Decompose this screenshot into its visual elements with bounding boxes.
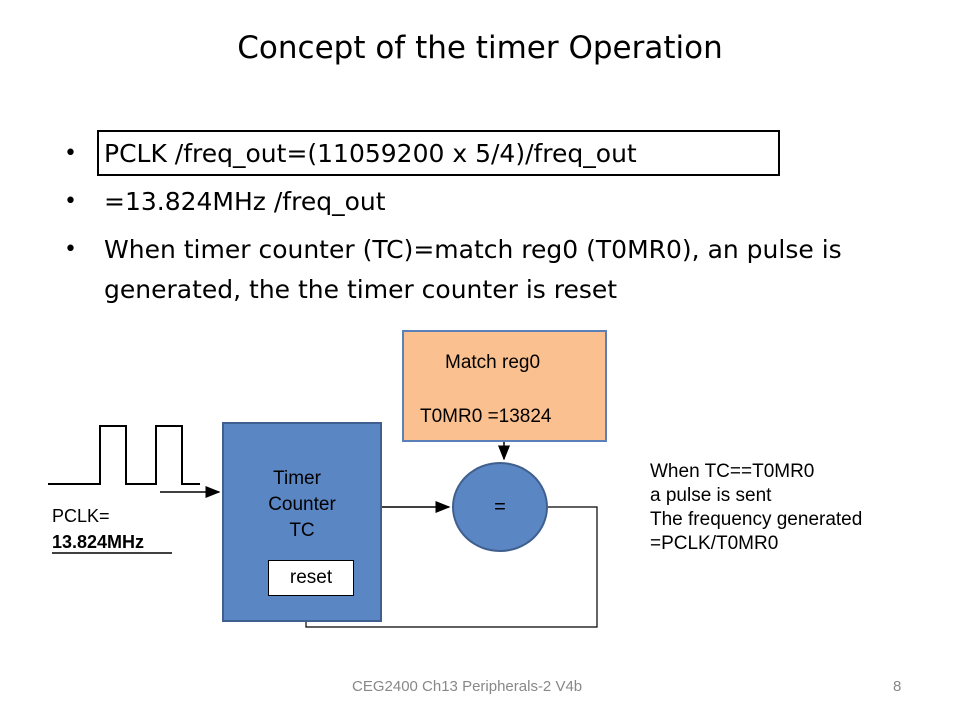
bullet-dot-icon: • <box>64 237 77 262</box>
bullet-dot-icon: • <box>64 141 77 166</box>
bullet-item: • When timer counter (TC)=match reg0 (T0… <box>64 230 944 310</box>
match-register-value: T0MR0 =13824 <box>420 406 552 427</box>
timer-counter-label: Timer Counter TC <box>222 466 382 544</box>
timer-counter-line: Counter <box>268 494 336 515</box>
slide-title: Concept of the timer Operation <box>237 30 723 66</box>
bullet-dot-icon: • <box>64 189 77 214</box>
comparator-circle: = <box>452 462 548 552</box>
bullet-text: When timer counter (TC)=match reg0 (T0MR… <box>104 235 842 304</box>
output-note-line: =PCLK/T0MR0 <box>650 533 779 554</box>
reset-input-box: reset <box>268 560 354 596</box>
output-note-line: a pulse is sent <box>650 485 772 506</box>
bullet-text: =13.824MHz /freq_out <box>104 187 386 216</box>
pclk-waveform <box>48 425 200 485</box>
match-register-box <box>402 330 607 442</box>
highlight-frame <box>97 130 780 176</box>
footer-course: CEG2400 Ch13 Peripherals-2 V4b <box>352 678 583 695</box>
bullet-item: • PCLK /freq_out=(11059200 x 5/4)/freq_o… <box>64 134 944 174</box>
output-note-line: The frequency generated <box>650 509 863 530</box>
pclk-label: PCLK= <box>52 506 110 526</box>
match-register-title: Match reg0 <box>445 352 541 373</box>
output-note: When TC==T0MR0 a pulse is sent The frequ… <box>650 460 862 556</box>
output-note-line: When TC==T0MR0 <box>650 461 815 482</box>
bullet-list: • PCLK /freq_out=(11059200 x 5/4)/freq_o… <box>64 134 944 318</box>
bullet-item: • =13.824MHz /freq_out <box>64 182 944 222</box>
timer-counter-line: TC <box>289 520 315 541</box>
pclk-value: 13.824MHz <box>52 532 145 552</box>
bullet-text: PCLK /freq_out=(11059200 x 5/4)/freq_out <box>104 139 637 168</box>
footer-page-number: 8 <box>893 678 902 695</box>
timer-counter-line: Timer <box>273 468 321 489</box>
